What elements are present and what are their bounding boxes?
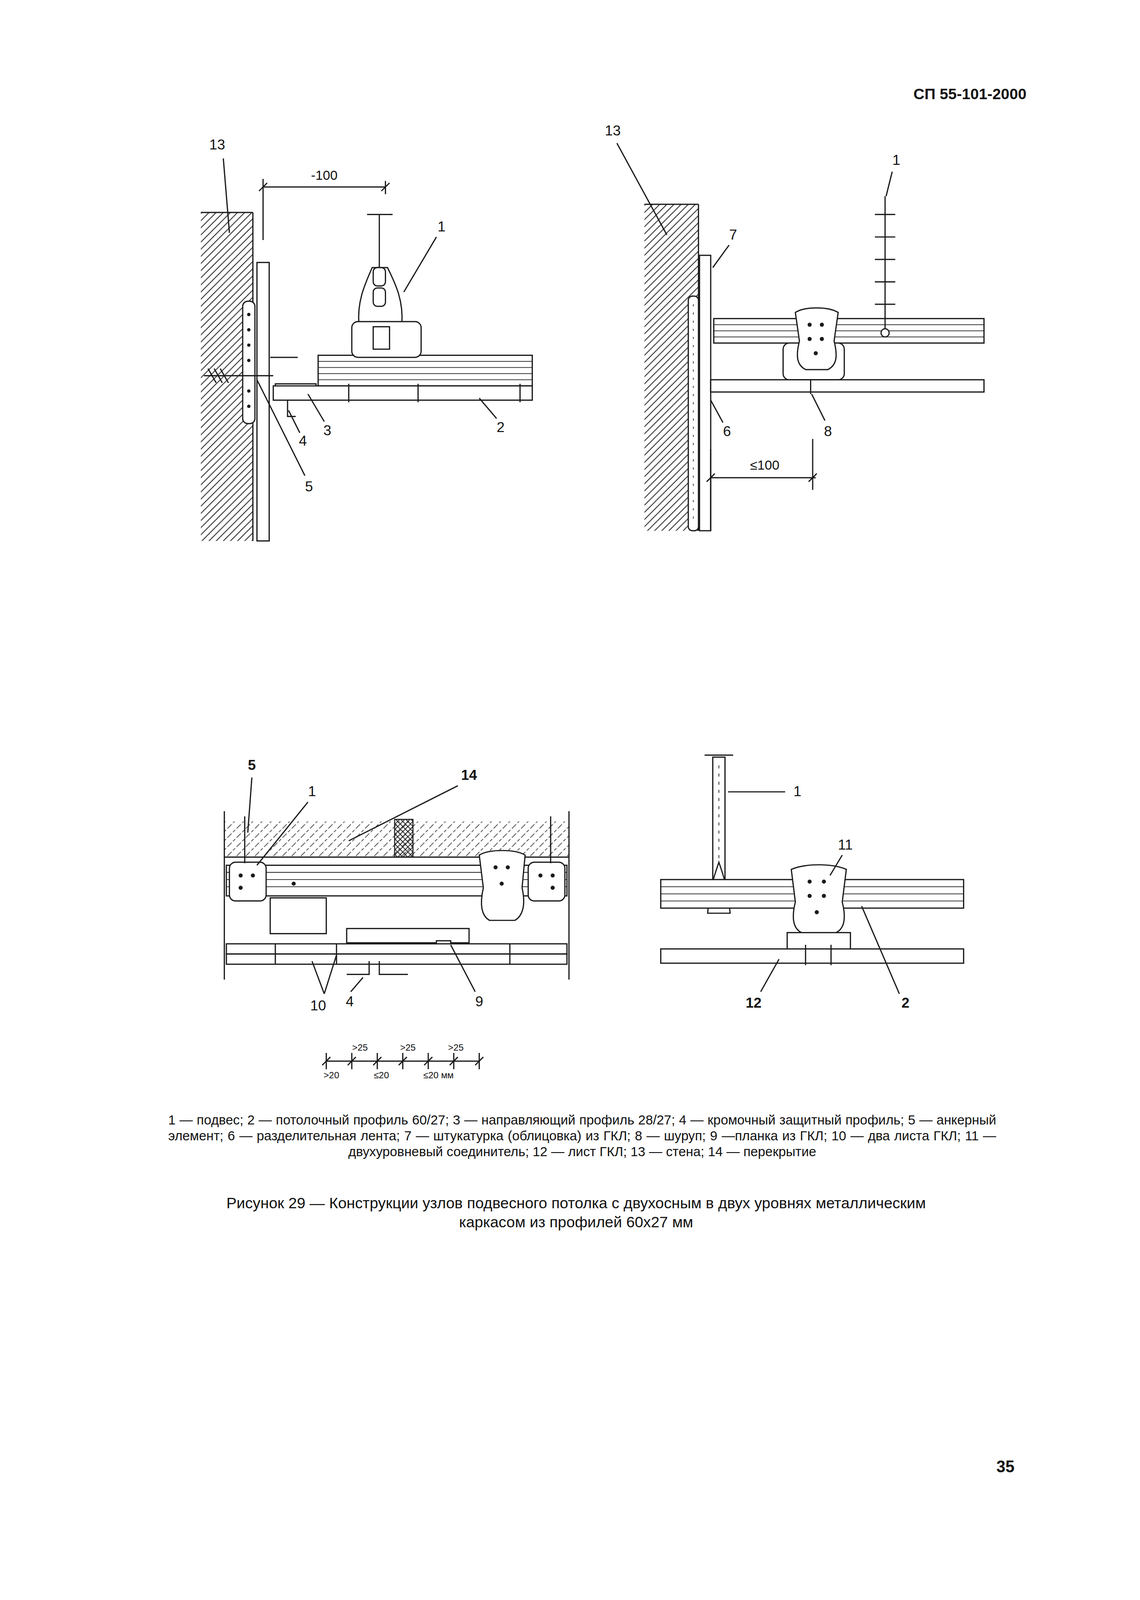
wall-node-right [617, 143, 985, 531]
callout-number: 2 [495, 419, 507, 436]
callout-number: 10 [308, 997, 328, 1014]
callout-number: 13 [603, 122, 623, 139]
callout-number: 1 [791, 783, 803, 800]
callout-number: 2 [900, 994, 911, 1011]
callout-number: 1 [435, 218, 447, 235]
callout-number: 11 [836, 836, 855, 853]
dimension-label: >25 [398, 1042, 417, 1053]
callout-number: 5 [246, 756, 258, 773]
hanger-node [660, 754, 964, 994]
dimension-label: ≤100 [748, 457, 781, 473]
callout-number: 4 [297, 432, 309, 449]
dimension-label: ≤20 [372, 1069, 391, 1080]
ceiling-joint-node [224, 777, 569, 1069]
callout-number: 7 [728, 226, 739, 243]
callout-number: 14 [459, 766, 479, 783]
dimension-label: -100 [309, 167, 340, 183]
callout-number: 1 [890, 152, 902, 168]
page-number: 35 [995, 1457, 1016, 1476]
dimension-label: >25 [350, 1042, 369, 1053]
callout-number: 13 [207, 136, 227, 153]
dimension-label: ≤20 мм [421, 1069, 456, 1080]
callout-number: 6 [721, 423, 733, 440]
callout-number: 3 [321, 422, 333, 439]
figure-caption: Рисунок 29 — Конструкции узлов подвесног… [193, 1192, 959, 1232]
callout-number: 4 [344, 993, 356, 1010]
page-header: СП 55-101-2000 [911, 85, 1028, 103]
callout-number: 8 [822, 423, 834, 440]
callout-number: 5 [303, 478, 315, 495]
callout-number: 1 [306, 783, 318, 800]
callout-number: 12 [744, 994, 763, 1011]
callout-number: 9 [474, 993, 485, 1010]
dimension-label: >25 [446, 1042, 465, 1053]
legend-note: 1 — подвес; 2 — потолочный профиль 60/27… [168, 1111, 997, 1160]
wall-node-left [201, 158, 533, 542]
dimension-label: >20 [322, 1069, 341, 1080]
